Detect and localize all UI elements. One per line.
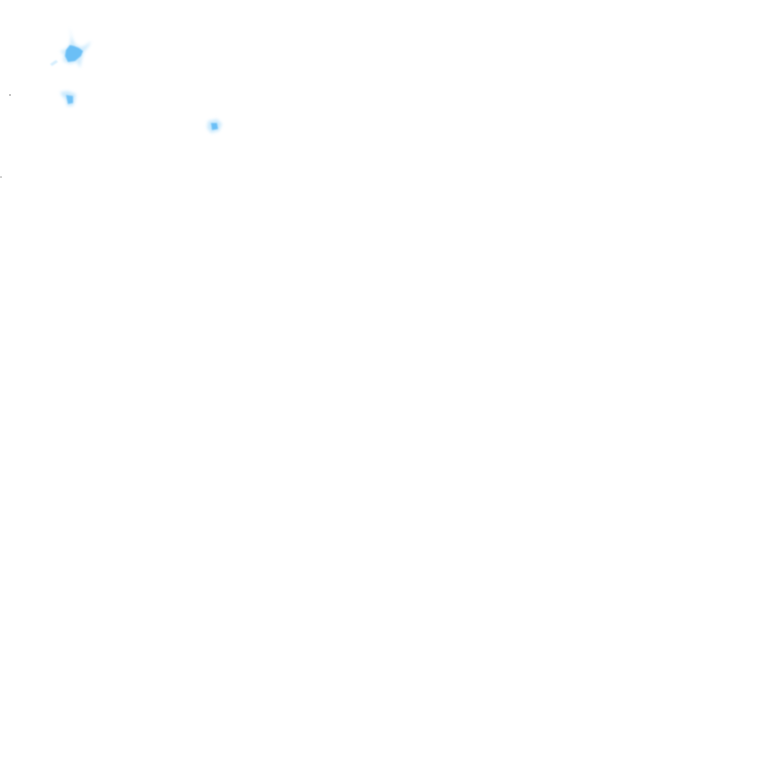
water-patch-1 [50,27,91,68]
water-patch-3 [207,119,222,133]
speck [0,176,2,178]
speck [9,94,11,96]
water-patch-2 [60,91,76,106]
